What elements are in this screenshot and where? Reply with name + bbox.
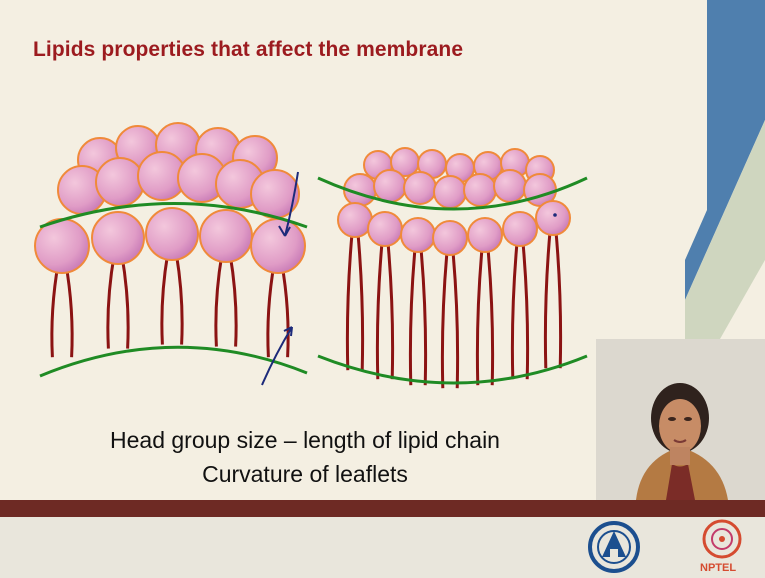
lipid-molecule: [464, 174, 496, 206]
presenter-video: [596, 339, 765, 500]
lipid-molecule: [433, 221, 467, 388]
lipid-molecule: [374, 170, 406, 202]
nptel-logo-text: NPTEL: [700, 562, 736, 574]
lipid-molecule: [503, 212, 537, 379]
lipid-molecule: [146, 208, 198, 345]
lipid-molecule: [494, 170, 526, 202]
lipid-molecule: [251, 219, 305, 357]
nptel-logo-icon: [699, 517, 745, 561]
lipid-molecule: [35, 219, 89, 357]
presenter-figure: [596, 339, 765, 500]
presenter-face: [659, 399, 701, 453]
lipid-molecule: [96, 158, 144, 206]
lipid-molecule: [468, 218, 502, 385]
footer: [0, 517, 765, 578]
caption-line-2: Curvature of leaflets: [70, 461, 540, 488]
lipid-molecule: [404, 172, 436, 204]
large-headgroup-cluster: [35, 123, 305, 357]
lipid-molecule: [92, 212, 144, 349]
caption-line-1: Head group size – length of lipid chain: [70, 427, 540, 454]
lipid-molecule: [401, 218, 435, 385]
iit-logo-icon: [585, 519, 643, 575]
lipid-molecule: [368, 212, 402, 379]
lipid-molecule: [434, 176, 466, 208]
footer-bar: [0, 500, 765, 517]
small-headgroup-cluster: [338, 148, 570, 388]
annotation-dot: [553, 213, 557, 217]
slide: Lipids properties that affect the membra…: [0, 0, 765, 500]
lipid-molecule: [536, 201, 570, 368]
lipid-molecule: [200, 210, 252, 347]
lipid-molecule: [338, 203, 372, 370]
